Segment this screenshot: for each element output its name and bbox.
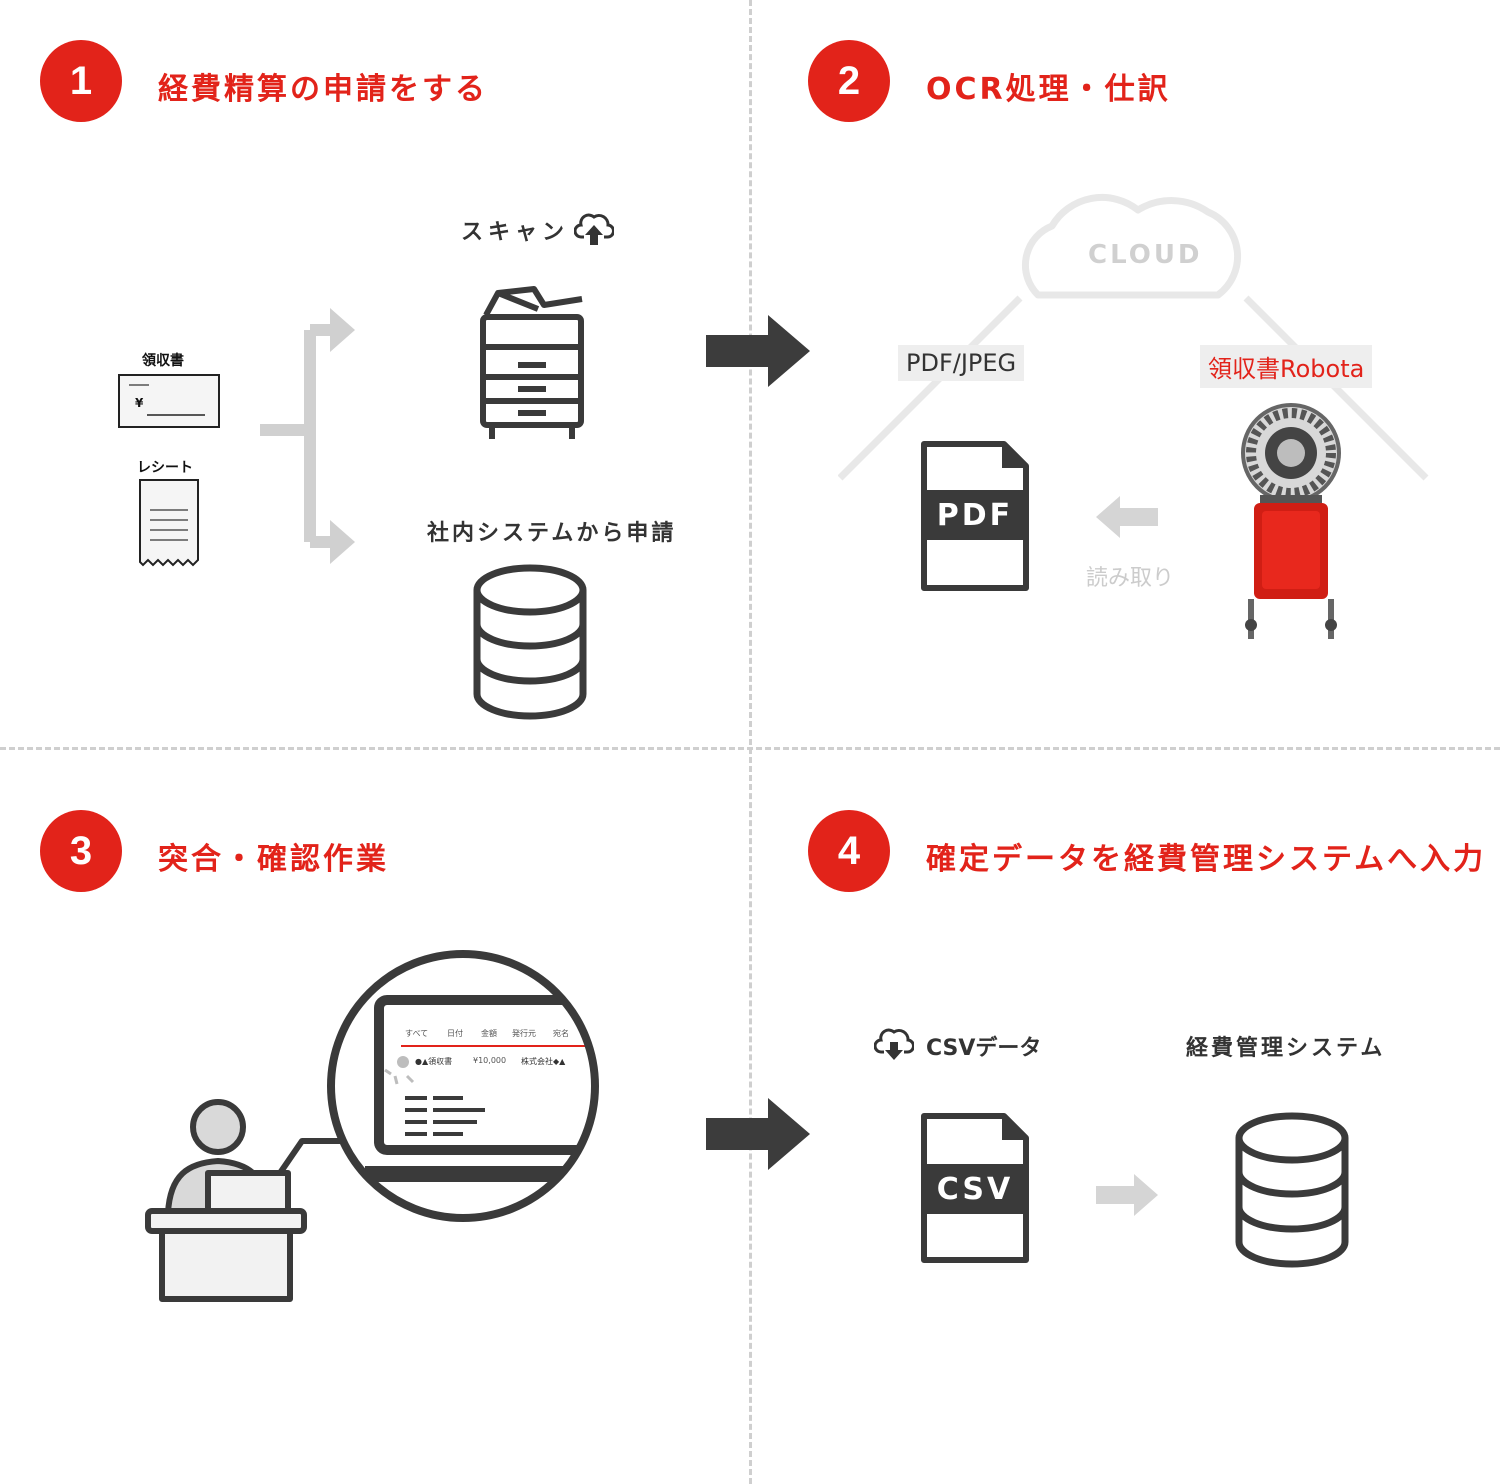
flow-arrow-icon (706, 315, 812, 387)
format-tag: PDF/JPEG (898, 345, 1025, 381)
slip-icon (138, 478, 200, 568)
robot-icon (1238, 403, 1344, 643)
database-icon (470, 562, 590, 722)
tab-addressee: 宛名 (553, 1029, 569, 1038)
person-at-desk-icon (140, 945, 610, 1305)
horizontal-divider (0, 747, 1500, 750)
receipt-label: 領収書 (142, 353, 184, 369)
scan-label: スキャン (461, 220, 570, 245)
step-3-title: 突合・確認作業 (158, 842, 389, 877)
csv-text: CSV (936, 1172, 1014, 1207)
step-4-title: 確定データを経費管理システムへ入力 (926, 842, 1487, 877)
row-amount: ¥10,000 (473, 1056, 507, 1065)
step-3-number: 3 (40, 810, 122, 892)
yen-symbol: ¥ (135, 396, 144, 410)
copier-icon (478, 285, 588, 445)
magnifier-screen-icon (325, 948, 601, 1224)
pdf-file-icon (920, 440, 1030, 592)
tab-issuer: 発行元 (512, 1029, 536, 1038)
receipt-icon (117, 373, 221, 429)
cloud-network-icon (838, 160, 1438, 490)
branch-arrow-icon (258, 300, 358, 570)
internal-system-label: 社内システムから申請 (427, 521, 677, 546)
flow-arrow-icon (706, 1098, 812, 1170)
cloud-upload-icon (574, 209, 614, 247)
step-1-number: 1 (40, 40, 122, 122)
step-2-title: OCR処理・仕訳 (926, 72, 1171, 107)
robota-tag: 領収書Robota (1200, 345, 1373, 388)
read-arrow-icon (1094, 496, 1160, 538)
cloud-label: CLOUD (1088, 240, 1203, 270)
slip-label: レシート (137, 460, 193, 476)
tab-date: 日付 (447, 1029, 463, 1038)
tab-amount: 金額 (481, 1029, 497, 1038)
step-2-number: 2 (808, 40, 890, 122)
tab-all: すべて (405, 1029, 429, 1038)
expense-system-label: 経費管理システム (1186, 1036, 1386, 1061)
cloud-download-icon (874, 1024, 914, 1062)
row-issuer: 株式会社◆▲ (521, 1057, 566, 1066)
step-1-title: 経費精算の申請をする (158, 72, 488, 107)
vertical-divider (749, 0, 752, 1484)
row-item: ●▲領収書 (415, 1057, 453, 1066)
csv-data-label: CSVデータ (926, 1036, 1042, 1061)
csv-file-icon (920, 1112, 1030, 1264)
pdf-text: PDF (936, 498, 1014, 533)
transfer-arrow-icon (1094, 1174, 1160, 1216)
step-4-number: 4 (808, 810, 890, 892)
read-label: 読み取り (1086, 566, 1175, 591)
database-icon (1232, 1110, 1352, 1270)
